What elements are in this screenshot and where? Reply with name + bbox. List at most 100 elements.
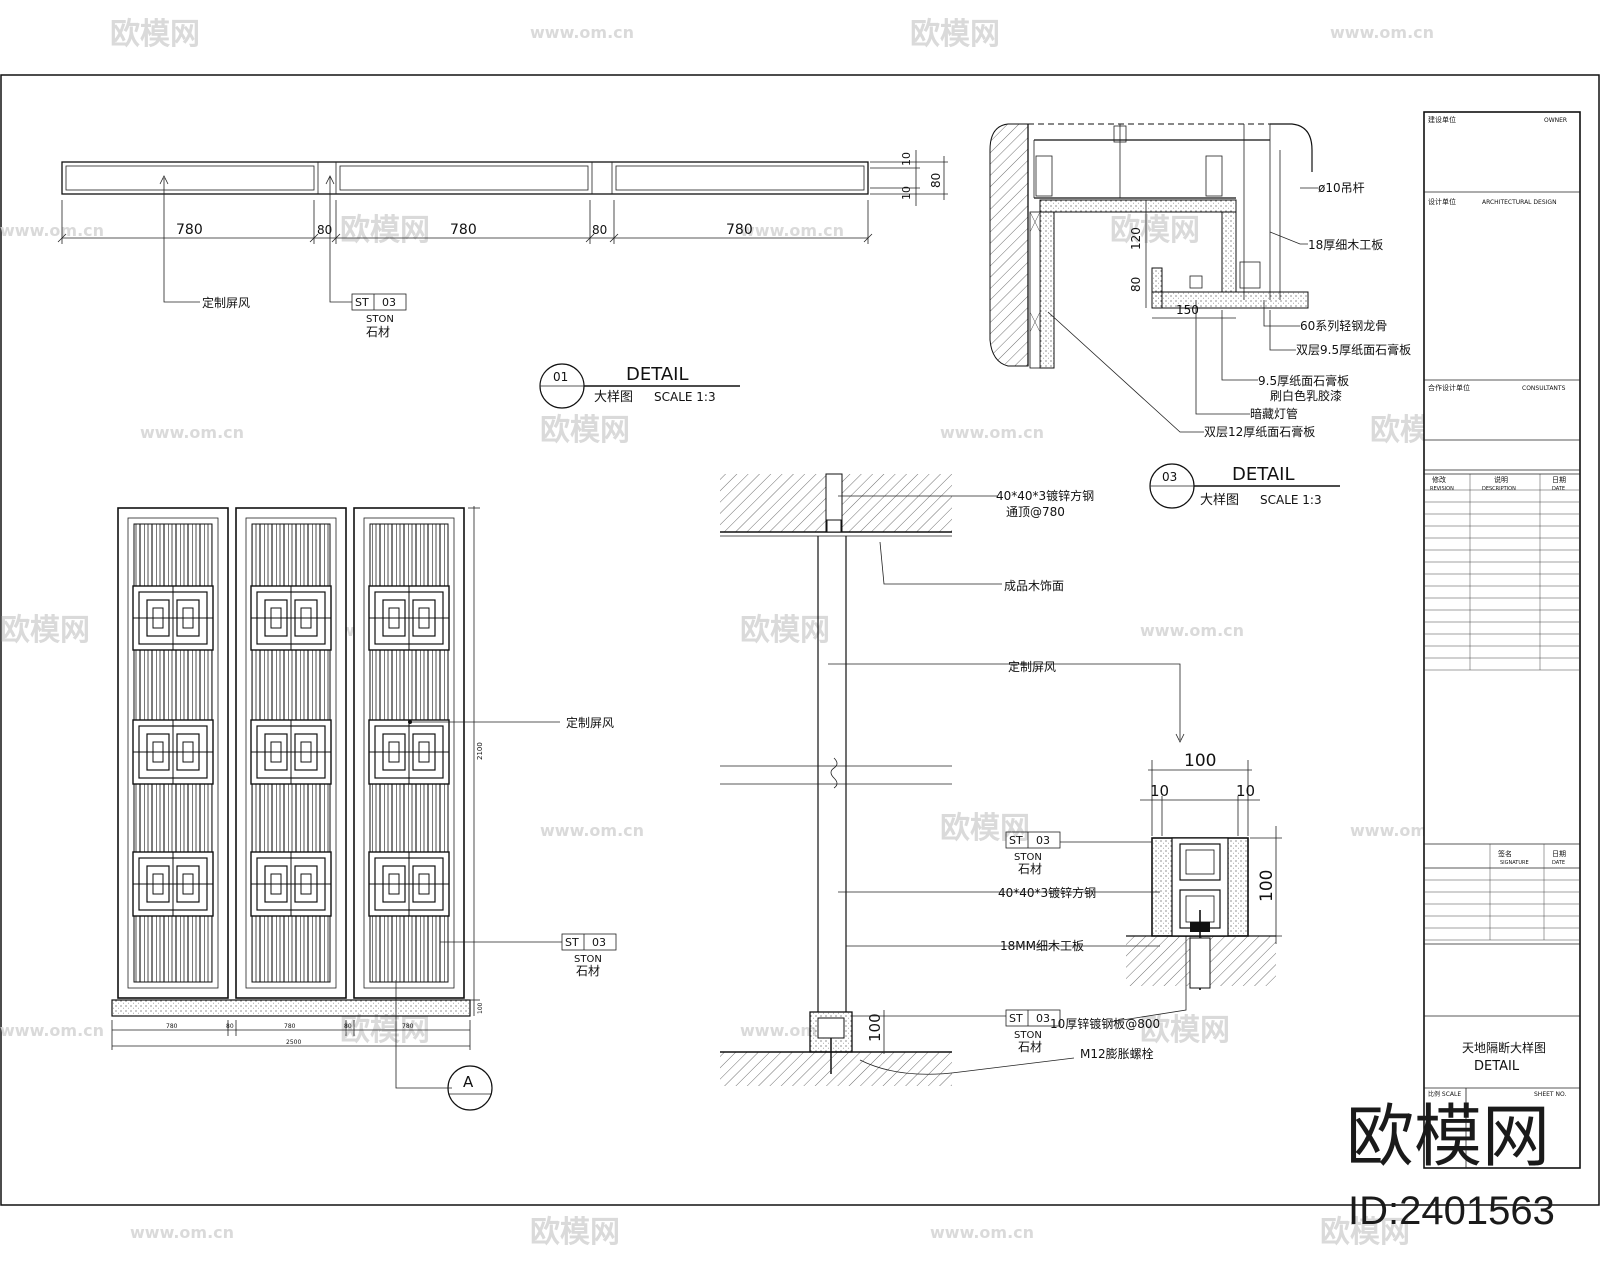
watermark-site: www.om.cn — [930, 1223, 1034, 1242]
overlay-brand: 欧模网 — [1346, 1099, 1550, 1175]
svg-text:SIGNATURE: SIGNATURE — [1500, 860, 1529, 866]
section-marker-a: A — [463, 1073, 474, 1091]
svg-text:说明: 说明 — [1494, 475, 1508, 484]
svg-text:石材: 石材 — [576, 964, 600, 978]
svg-text:03: 03 — [1036, 834, 1050, 847]
screen-section: 100 40*40*3镀锌方钢 通顶@780 成品木饰面 定制屏风 40*40*… — [720, 473, 1282, 1086]
label-single95: 9.5厚纸面石膏板 — [1258, 373, 1349, 388]
dim-height-2100: 2100 — [476, 742, 484, 760]
label-bolt: M12膨胀螺栓 — [1080, 1046, 1154, 1061]
detail-01-title: DETAIL — [626, 364, 688, 385]
label-board: 18MM细木工板 — [1000, 939, 1084, 953]
label-custom-screen: 定制屏风 — [202, 295, 250, 310]
tb-owner-cn: 建设单位 — [1428, 115, 1456, 124]
dim-780-b: 780 — [450, 222, 477, 238]
svg-text:REVISION: REVISION — [1430, 486, 1454, 492]
dim-780-a: 780 — [176, 222, 203, 238]
tb-drawing-title: 天地隔断大样图 — [1462, 1040, 1546, 1055]
screen-panel-2 — [235, 507, 347, 999]
watermark-brand: 欧模网 — [540, 413, 630, 448]
svg-text:780: 780 — [166, 1023, 178, 1030]
watermark-site: www.om.cn — [740, 221, 844, 240]
label-section-screen: 定制屏风 — [1008, 659, 1056, 674]
watermark-site: www.om.cn — [0, 1021, 104, 1040]
watermark-site: www.om.cn — [940, 423, 1044, 442]
watermark-brand: 欧模网 — [910, 17, 1000, 52]
st-code: ST — [355, 296, 369, 309]
label-double12: 双层12厚纸面石膏板 — [1204, 424, 1315, 439]
watermark-brand: 欧模网 — [1320, 1215, 1410, 1250]
svg-text:STON: STON — [574, 954, 602, 965]
svg-text:ST: ST — [1009, 1012, 1023, 1025]
screen-panel-3 — [353, 507, 465, 999]
label-double95: 双层9.5厚纸面石膏板 — [1296, 342, 1411, 357]
sheet-border — [0, 74, 1600, 1206]
st-number: 03 — [382, 296, 396, 309]
tb-drawing-en: DETAIL — [1474, 1059, 1520, 1074]
svg-text:2500: 2500 — [286, 1039, 301, 1046]
svg-text:日期: 日期 — [1552, 476, 1566, 484]
label-steel-top: 40*40*3镀锌方钢 — [996, 488, 1094, 503]
watermark-brand: 欧模网 — [1140, 1013, 1230, 1048]
detail-01-plan: 780 80 780 80 780 10 80 10 定制屏风 ST 03 ST… — [57, 150, 948, 409]
label-keel: 60系列轻钢龙骨 — [1300, 319, 1387, 333]
dim-80-height: 80 — [929, 173, 943, 188]
watermark-site: www.om.cn — [130, 1223, 234, 1242]
tb-consult-en: CONSULTANTS — [1522, 385, 1566, 392]
ston-label: STON — [366, 314, 394, 325]
label-paint: 刷白色乳胶漆 — [1270, 388, 1342, 403]
detail-03-title: DETAIL — [1232, 464, 1294, 485]
svg-text:DATE: DATE — [1552, 486, 1565, 492]
svg-text:780: 780 — [284, 1023, 296, 1030]
svg-text:石材: 石材 — [1018, 862, 1042, 876]
tb-owner-en: OWNER — [1544, 117, 1567, 124]
svg-text:签名: 签名 — [1498, 849, 1512, 858]
detail-03-ceiling: 120 80 150 ø10吊杆 18厚细木工板 60系列轻钢龙骨 双层9.5厚… — [989, 123, 1411, 509]
dim-10-bottom: 10 — [900, 186, 913, 200]
title-block: 建设单位 OWNER 设计单位 ARCHITECTURAL DESIGN 合作设… — [1423, 111, 1581, 1169]
svg-text:80: 80 — [226, 1023, 234, 1030]
svg-text:DESCRIPTION: DESCRIPTION — [1482, 486, 1516, 492]
label-steel: 40*40*3镀锌方钢 — [998, 885, 1096, 900]
tb-arch-en: ARCHITECTURAL DESIGN — [1482, 199, 1557, 206]
watermark-site: www.om.cn — [1330, 23, 1434, 42]
dim-10-left: 10 — [1150, 782, 1169, 800]
watermark-brand: 欧模网 — [340, 1013, 430, 1048]
watermark-site: www.om.cn — [0, 221, 104, 240]
label-steel-top-spacing: 通顶@780 — [1006, 505, 1065, 519]
label-elev-screen: 定制屏风 — [566, 715, 614, 730]
svg-text:STON: STON — [1014, 852, 1042, 863]
dim-80-b: 80 — [592, 223, 607, 237]
label-board18: 18厚细木工板 — [1308, 238, 1383, 252]
dim-base-100: 100 — [477, 1002, 484, 1014]
svg-text:03: 03 — [1036, 1012, 1050, 1025]
detail-03-sub: 大样图 — [1200, 493, 1239, 508]
dim-120: 120 — [1129, 227, 1143, 250]
svg-text:STON: STON — [1014, 1030, 1042, 1041]
watermark-brand: 欧模网 — [110, 17, 200, 52]
svg-text:日期: 日期 — [1552, 850, 1566, 858]
svg-text:SHEET NO.: SHEET NO. — [1534, 1091, 1566, 1098]
svg-text:ST: ST — [565, 936, 579, 949]
label-plate: 10厚锌镀钢板@800 — [1050, 1017, 1160, 1031]
dim-10-top: 10 — [900, 152, 913, 166]
dim-width-100: 100 — [1184, 751, 1216, 771]
detail-01-number: 01 — [553, 370, 568, 384]
detail-01-sub: 大样图 — [594, 390, 633, 405]
svg-text:780: 780 — [402, 1023, 414, 1030]
watermark-site: www.om.cn — [540, 821, 644, 840]
dim-80-a: 80 — [317, 223, 332, 237]
svg-text:DATE: DATE — [1552, 860, 1565, 866]
svg-text:80: 80 — [344, 1023, 352, 1030]
watermark-site: www.om.cn — [140, 423, 244, 442]
watermark-brand: 欧模网 — [940, 811, 1030, 846]
watermark-brand: 欧模网 — [1110, 213, 1200, 248]
svg-text:修改: 修改 — [1432, 475, 1446, 484]
detail-03-number: 03 — [1162, 470, 1177, 484]
dim-height-100: 100 — [1257, 870, 1277, 902]
dim-80: 80 — [1129, 277, 1143, 292]
watermark-brand: 欧模网 — [530, 1215, 620, 1250]
tb-consult-cn: 合作设计单位 — [1428, 383, 1470, 392]
label-wood-face: 成品木饰面 — [1004, 579, 1064, 593]
